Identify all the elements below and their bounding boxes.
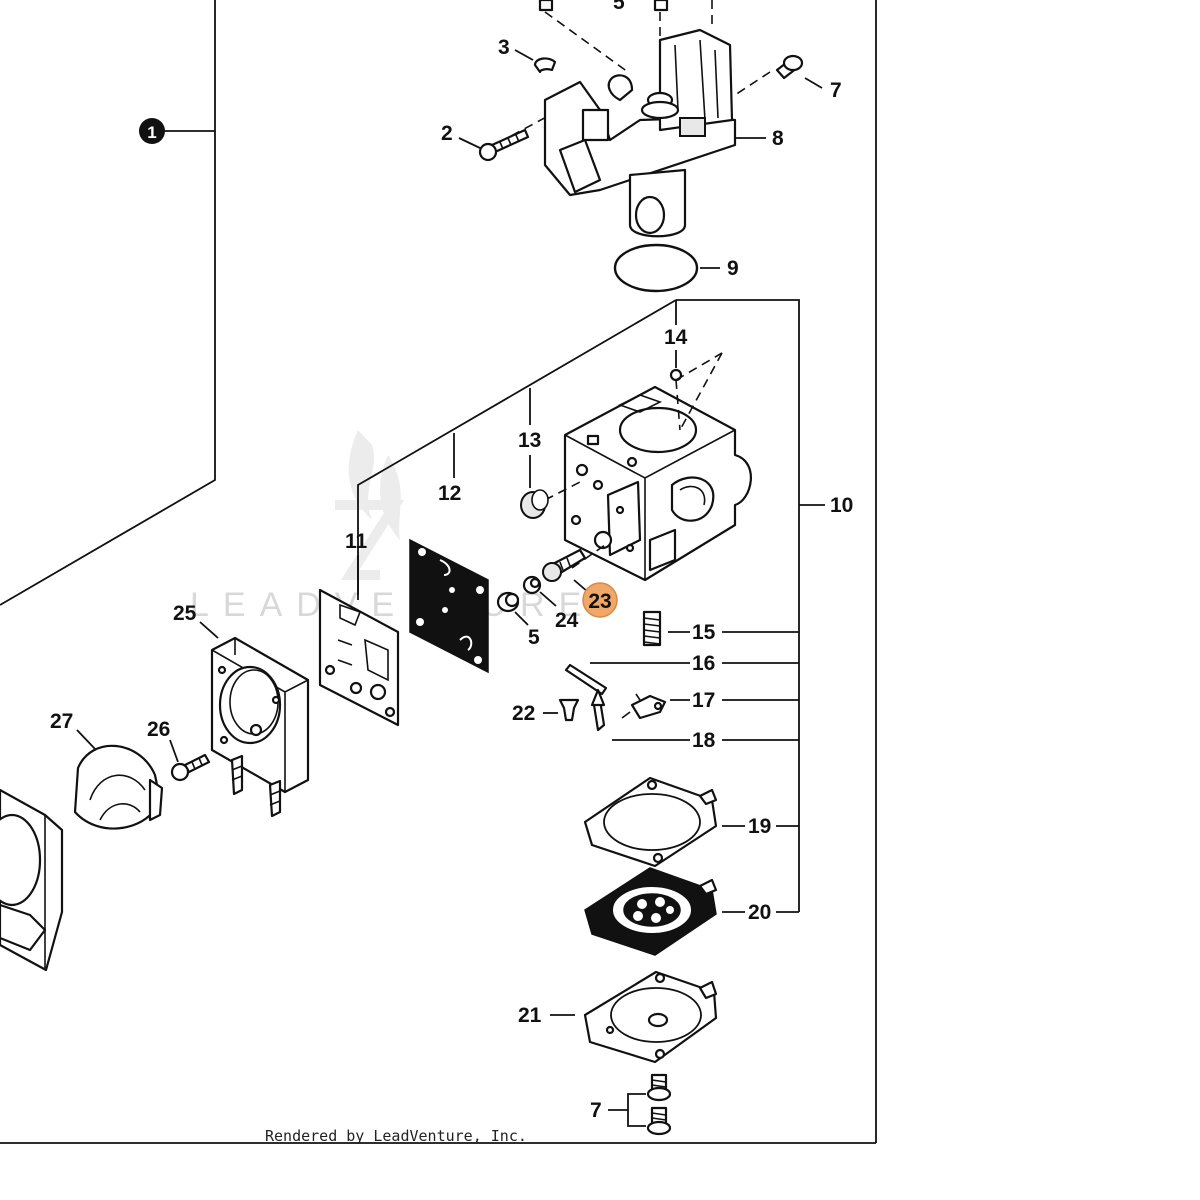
top-labels: 5 3 2 7 8 9 [441,0,842,280]
part-7-bottom-screws: 7 [590,1073,672,1136]
label-8: 8 [772,127,784,150]
label-11: 11 [345,530,368,553]
label-15: 15 [692,621,716,644]
part-12-gasket: 12 [409,482,489,674]
label-21: 21 [518,1004,542,1027]
part-2-screw [478,128,530,162]
credit-text: Rendered by LeadVenture, Inc. [265,1127,527,1145]
label-3: 3 [498,36,510,59]
part-17-lever: 17 [621,689,799,720]
part-5-top-screws [538,0,669,12]
highlighted-part-callout[interactable]: 23 [582,582,618,618]
part-22-screw: 22 [512,698,580,725]
part-5-plug: 5 [496,591,540,649]
label-22: 22 [512,702,535,725]
label-14: 14 [664,326,688,349]
label-9: 9 [727,257,739,280]
part-9-oring [613,243,699,293]
label-17: 17 [692,689,715,712]
part-19-gasket: 19 [583,776,799,868]
label-7-top: 7 [830,79,842,102]
label-19: 19 [748,815,771,838]
label-23[interactable]: 23 [588,590,611,613]
part-20-diaphragm: 20 [584,867,799,956]
assembly-10-bracket: 10 [357,299,853,912]
part-7-top-screw [775,54,804,80]
label-27: 27 [50,710,73,733]
part-21-cover: 21 [518,970,718,1064]
part-3-clip [533,57,557,74]
part-16-pin: 16 [564,652,799,696]
label-7-bottom: 7 [590,1099,602,1122]
watermark: LEADVENTURE [190,430,581,624]
part-26-screw: 26 [147,718,211,782]
part-8-body [543,28,737,238]
part-15-spring: 15 [642,610,799,647]
label-group-14: 14 [664,326,688,368]
body-dashed-guides [544,352,723,569]
part-18-needle: 18 [590,688,799,752]
label-12: 12 [438,482,461,505]
label-24: 24 [555,609,579,632]
label-5: 5 [528,626,540,649]
part-13-screen: 13 [518,429,549,519]
diagram-frame [0,0,877,1144]
label-16: 16 [692,652,715,675]
carburetor-body [563,368,752,582]
label-2: 2 [441,122,453,145]
left-insulator-plate [0,788,64,972]
part-11-gasket: 11 [318,530,400,727]
part-25-pump-body: 25 [173,602,310,818]
part-24-washer: 24 [522,575,579,632]
label-25: 25 [173,602,197,625]
part-23-needle [542,548,589,593]
label-10: 10 [830,494,853,517]
assembly-callout: 1 [139,118,215,144]
label-13: 13 [518,429,541,452]
label-5-top: 5 [613,0,625,14]
label-18: 18 [692,729,716,752]
part-27-primer-bulb: 27 [50,710,164,830]
assembly-callout-number: 1 [147,123,156,142]
label-26: 26 [147,718,170,741]
label-20: 20 [748,901,771,924]
highlight-marker[interactable] [582,582,618,618]
